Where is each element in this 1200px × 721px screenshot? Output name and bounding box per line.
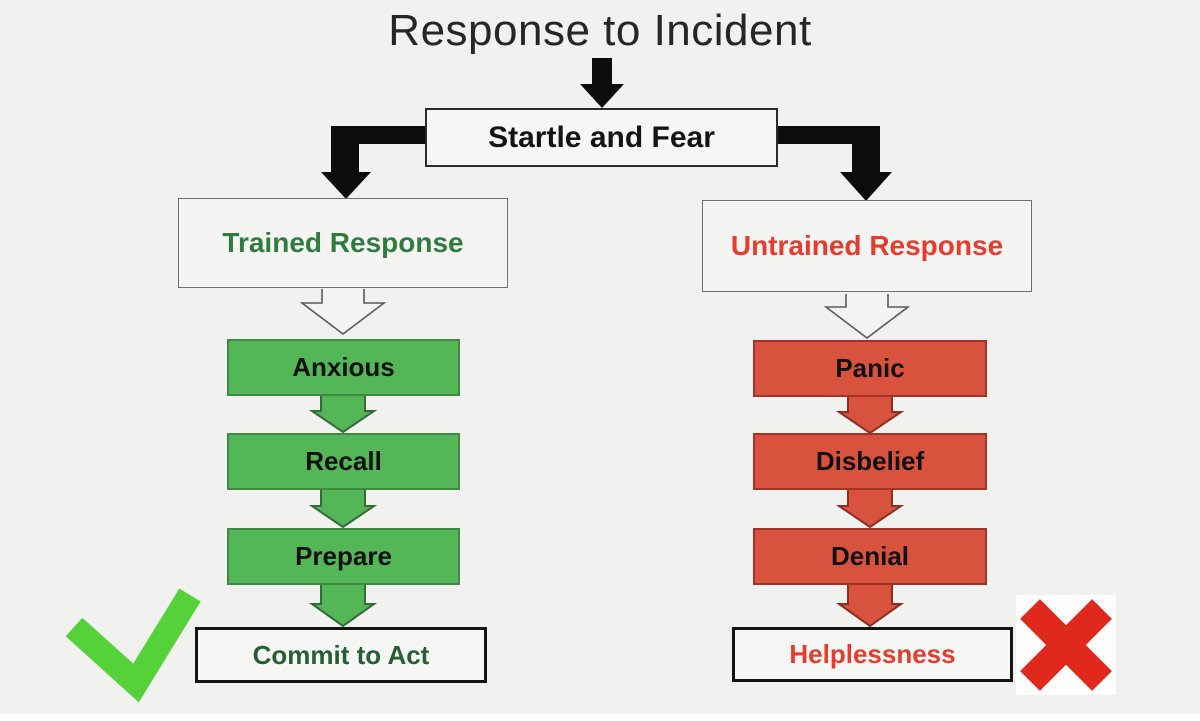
- step-anxious-label: Anxious: [292, 352, 395, 382]
- green-connector-arrows: [308, 392, 378, 628]
- arrow-anxious-to-recall-icon: [308, 392, 378, 434]
- cross-icon: [1020, 599, 1112, 691]
- arrow-prepare-to-commit-icon: [308, 582, 378, 628]
- check-icon: [65, 588, 201, 703]
- step-anxious-box: Anxious: [227, 339, 460, 396]
- step-denial-box: Denial: [753, 528, 987, 585]
- startle-and-fear-label: Startle and Fear: [488, 120, 715, 154]
- untrained-response-box: Untrained Response: [702, 200, 1032, 292]
- cross-icon-strokes: [1020, 599, 1112, 691]
- arrow-elbow-left-icon: [321, 126, 428, 199]
- step-recall-label: Recall: [305, 446, 382, 476]
- step-disbelief-box: Disbelief: [753, 433, 987, 490]
- step-prepare-box: Prepare: [227, 528, 460, 585]
- step-panic-box: Panic: [753, 340, 987, 397]
- arrow-elbow-right-icon: [775, 126, 892, 201]
- commit-to-act-box: Commit to Act: [195, 627, 487, 683]
- cross-icon-background: [1016, 595, 1116, 695]
- startle-and-fear-box: Startle and Fear: [425, 108, 778, 167]
- step-prepare-label: Prepare: [295, 541, 392, 571]
- red-connector-arrows: [835, 394, 905, 628]
- trained-response-label: Trained Response: [222, 227, 464, 258]
- arrow-recall-to-prepare-icon: [308, 487, 378, 529]
- helplessness-label: Helplessness: [789, 639, 956, 669]
- page-title: Response to Incident: [388, 6, 812, 55]
- arrow-disbelief-to-denial-icon: [835, 487, 905, 529]
- untrained-response-label: Untrained Response: [730, 230, 1004, 261]
- arrow-denial-to-helplessness-icon: [835, 582, 905, 628]
- helplessness-box: Helplessness: [732, 627, 1013, 682]
- arrow-panic-to-disbelief-icon: [835, 394, 905, 435]
- step-denial-label: Denial: [830, 541, 910, 571]
- trained-response-box: Trained Response: [178, 198, 508, 288]
- step-recall-box: Recall: [227, 433, 460, 490]
- bottom-margin-strip: [0, 714, 1200, 721]
- step-disbelief-label: Disbelief: [815, 446, 925, 476]
- arrow-down-from-title-icon: [580, 58, 624, 108]
- commit-to-act-label: Commit to Act: [252, 639, 430, 670]
- step-panic-label: Panic: [835, 353, 905, 383]
